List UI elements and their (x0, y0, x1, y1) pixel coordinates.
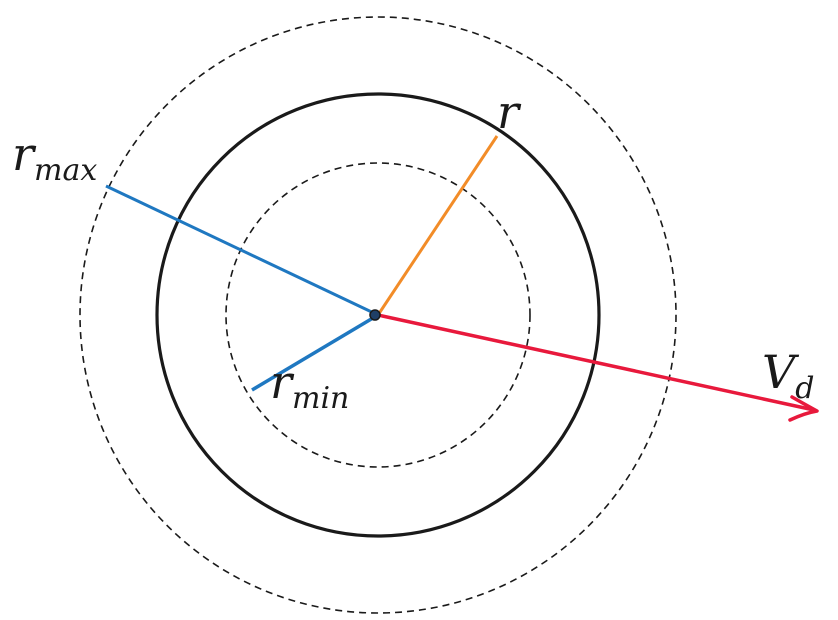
solid-circle (155, 92, 601, 538)
r-max-label-base: r (12, 127, 37, 181)
r-max-label: rmax (12, 127, 97, 188)
v-d-label-base: V (762, 345, 800, 399)
r-max-line (105, 184, 379, 317)
velocity-arrow-line (377, 313, 815, 412)
center-point (369, 309, 381, 321)
inner-dashed-circle (225, 162, 531, 468)
r-label: r (497, 85, 522, 139)
r-line (376, 135, 499, 316)
r-min-label-subscript: min (292, 381, 349, 416)
r-min-label: rmin (270, 355, 349, 416)
r-max-label-subscript: max (34, 153, 97, 188)
r-min-line (251, 313, 379, 392)
r-min-label-base: r (270, 355, 295, 409)
velocity-arrowhead (788, 395, 819, 422)
v-d-label: Vd (762, 345, 814, 406)
v-d-label-subscript: d (795, 371, 814, 406)
outer-dashed-circle (79, 16, 677, 614)
